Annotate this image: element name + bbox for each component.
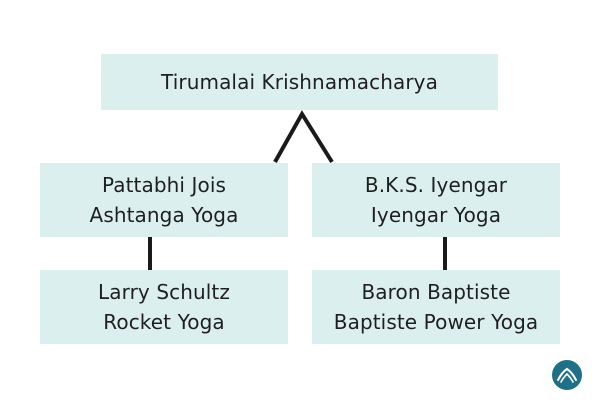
mountain-wave-logo-icon: [552, 360, 582, 390]
node-baron-baptiste: Baron Baptiste Baptiste Power Yoga: [312, 270, 560, 344]
node-name: Larry Schultz: [98, 280, 230, 304]
node-pattabhi-jois: Pattabhi Jois Ashtanga Yoga: [40, 163, 288, 237]
node-larry-schultz: Larry Schultz Rocket Yoga: [40, 270, 288, 344]
connector-root-to-branches: [273, 110, 334, 164]
node-name: Pattabhi Jois: [101, 173, 227, 197]
node-style: Baptiste Power Yoga: [333, 310, 539, 334]
node-style: Iyengar Yoga: [370, 203, 502, 227]
node-name: B.K.S. Iyengar: [364, 173, 508, 197]
node-style: Ashtanga Yoga: [89, 203, 239, 227]
node-name: Tirumalai Krishnamacharya: [161, 70, 438, 94]
node-name: Baron Baptiste: [361, 280, 511, 304]
node-bks-iyengar: B.K.S. Iyengar Iyengar Yoga: [312, 163, 560, 237]
node-style: Rocket Yoga: [103, 310, 225, 334]
node-krishnamacharya: Tirumalai Krishnamacharya: [101, 54, 498, 110]
